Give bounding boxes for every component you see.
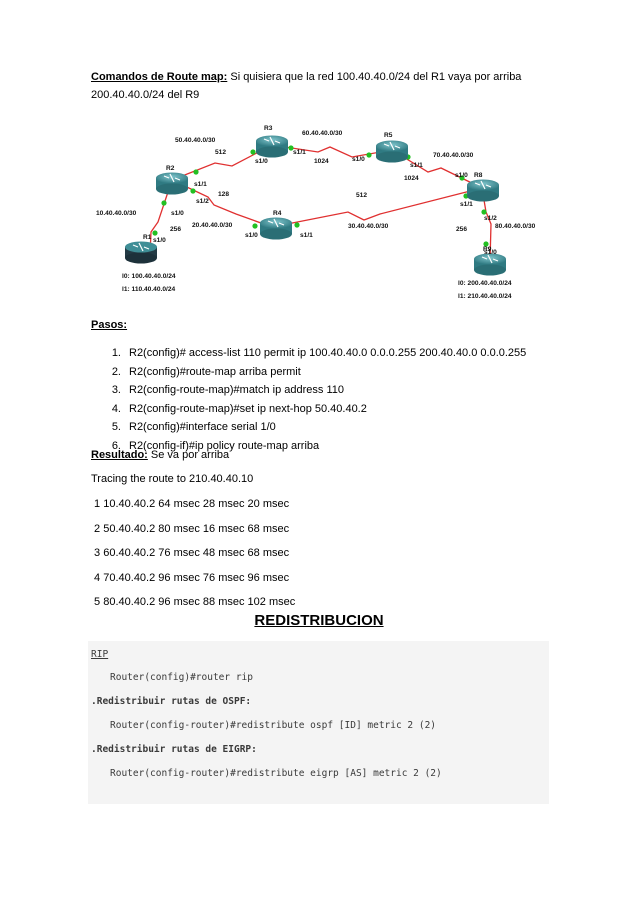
label-r9: R9 xyxy=(483,246,492,253)
router-r8 xyxy=(467,179,499,202)
label-r1-l0: l0: 100.40.40.0/24 xyxy=(122,273,176,280)
label-b256b: 256 xyxy=(456,226,467,233)
step-text: R2(config-route-map)#set ip next-hop 50.… xyxy=(129,402,367,415)
label-r8-s12: s1/2 xyxy=(484,215,497,222)
label-r2-s12: s1/2 xyxy=(196,198,209,205)
step-item: 5. R2(config)#interface serial 1/0 xyxy=(91,418,526,437)
label-b1024b: 1024 xyxy=(404,175,419,182)
label-r4: R4 xyxy=(273,210,282,217)
label-r5: R5 xyxy=(384,132,393,139)
label-r4-s11: s1/1 xyxy=(300,232,313,239)
intro-line-2: 200.40.40.0/24 del R9 xyxy=(91,89,200,101)
link-r2-r4 xyxy=(171,179,273,228)
label-r3-s10: s1/0 xyxy=(255,158,268,165)
step-number: 3. xyxy=(111,384,121,397)
label-r1-s10: s1/0 xyxy=(153,237,166,244)
intro-line-1: Comandos de Route map: Si quisiera que l… xyxy=(91,68,521,86)
label-b512a: 512 xyxy=(215,149,226,156)
step-number: 6. xyxy=(111,439,121,452)
step-item: 6. R2(config-if)#ip policy route-map arri… xyxy=(91,437,526,456)
label-r9-l0: l0: 200.40.40.0/24 xyxy=(458,280,512,287)
step-text: R2(config-if)#ip policy route-map arriba xyxy=(129,439,320,452)
code-line-1: Router(config)#router rip xyxy=(110,672,253,683)
label-n50: 50.40.40.0/30 xyxy=(175,137,216,144)
label-r9-s10: s1/0 xyxy=(484,249,497,256)
router-r1 xyxy=(125,241,157,264)
label-r2: R2 xyxy=(166,165,175,172)
label-r2-s10: s1/0 xyxy=(171,210,184,217)
trace-title: Tracing the route to 210.40.40.10 xyxy=(91,473,254,485)
steps-list: 1. R2(config)# access-list 110 permit ip … xyxy=(91,344,526,456)
trace-hop-3: 3 60.40.40.2 76 msec 48 msec 68 msec xyxy=(91,547,290,559)
step-item: 3. R2(config-route-map)#match ip address … xyxy=(91,381,526,400)
label-b128: 128 xyxy=(218,191,229,198)
label-n70: 70.40.40.0/30 xyxy=(433,152,474,159)
router-r3 xyxy=(256,135,288,158)
label-r8-s11: s1/1 xyxy=(460,201,473,208)
router-r5 xyxy=(376,140,408,163)
label-b1024a: 1024 xyxy=(314,158,329,165)
label-r8: R8 xyxy=(474,172,483,179)
link-r3-r5 xyxy=(271,144,393,158)
step-item: 1. R2(config)# access-list 110 permit ip … xyxy=(91,344,526,363)
label-r1-l1: l1: 110.40.40.0/24 xyxy=(122,286,175,293)
router-r2 xyxy=(156,172,188,195)
step-number: 2. xyxy=(111,365,121,378)
label-r3: R3 xyxy=(264,125,273,132)
trace-hop-2: 2 50.40.40.2 80 msec 16 msec 68 msec xyxy=(91,523,290,535)
result-line: Resultado: Se va por arriba xyxy=(91,446,229,464)
router-r9 xyxy=(474,253,506,276)
step-item: 2. R2(config)#route-map arriba permit xyxy=(91,363,526,382)
result-heading: Resultado: xyxy=(91,449,148,461)
trace-hop-4: 4 70.40.40.2 96 msec 76 msec 96 msec xyxy=(91,572,290,584)
code-rip-heading: RIP xyxy=(91,649,109,660)
diagram-labels: 50.40.40.0/30 R3 60.40.40.0/30 R5 512 s1… xyxy=(96,125,536,300)
intro-heading: Comandos de Route map: xyxy=(91,71,228,83)
label-r1: R1 xyxy=(143,234,152,241)
code-line-4: .Redistribuir rutas de EIGRP: xyxy=(91,744,257,755)
step-number: 5. xyxy=(111,421,121,434)
router-r4 xyxy=(260,217,292,240)
trace-hop-5: 5 80.40.40.2 96 msec 88 msec 102 msec xyxy=(91,596,296,608)
label-r9-l1: l1: 210.40.40.0/24 xyxy=(458,293,512,300)
label-r2-s11: s1/1 xyxy=(194,181,207,188)
section-title: REDISTRIBUCION xyxy=(254,612,384,629)
link-r4-r8 xyxy=(271,187,483,228)
label-r5-s11: s1/1 xyxy=(410,162,423,169)
step-text: R2(config)#route-map arriba permit xyxy=(129,365,301,378)
result-text: Se va por arriba xyxy=(147,449,230,461)
step-text: R2(config)# access-list 110 permit ip 10… xyxy=(129,347,527,359)
label-b256a: 256 xyxy=(170,226,181,233)
code-block: RIP Router(config)#router rip .Redistrib… xyxy=(88,641,549,804)
step-text: R2(config-route-map)#match ip address 11… xyxy=(129,384,345,397)
trace-hop-1: 1 10.40.40.2 64 msec 28 msec 20 msec xyxy=(91,498,290,510)
label-b512b: 512 xyxy=(356,192,367,199)
step-number: 1. xyxy=(111,347,121,359)
label-r4-s10: s1/0 xyxy=(245,232,258,239)
step-text: R2(config)#interface serial 1/0 xyxy=(129,421,276,434)
network-diagram: 50.40.40.0/30 R3 60.40.40.0/30 R5 512 s1… xyxy=(96,125,536,300)
label-n30: 30.40.40.0/30 xyxy=(348,223,389,230)
port-dots xyxy=(152,145,489,247)
label-n80: 80.40.40.0/30 xyxy=(495,223,536,230)
label-r8-s10: s1/0 xyxy=(455,172,468,179)
code-line-3: Router(config-router)#redistribute ospf … xyxy=(110,720,437,731)
code-line-2: .Redistribuir rutas de OSPF: xyxy=(91,696,252,707)
label-r3-s11: s1/1 xyxy=(293,149,306,156)
label-r5-s10: s1/0 xyxy=(352,156,365,163)
label-n20: 20.40.40.0/30 xyxy=(192,222,233,229)
label-n60: 60.40.40.0/30 xyxy=(302,130,343,137)
step-number: 4. xyxy=(111,402,121,415)
steps-heading: Pasos: xyxy=(91,319,128,331)
code-line-5: Router(config-router)#redistribute eigrp… xyxy=(110,768,442,779)
label-n10: 10.40.40.0/30 xyxy=(96,210,137,217)
intro-text: Si quisiera que la red 100.40.40.0/24 de… xyxy=(227,71,522,83)
step-item: 4. R2(config-route-map)#set ip next-hop 5… xyxy=(91,400,526,419)
